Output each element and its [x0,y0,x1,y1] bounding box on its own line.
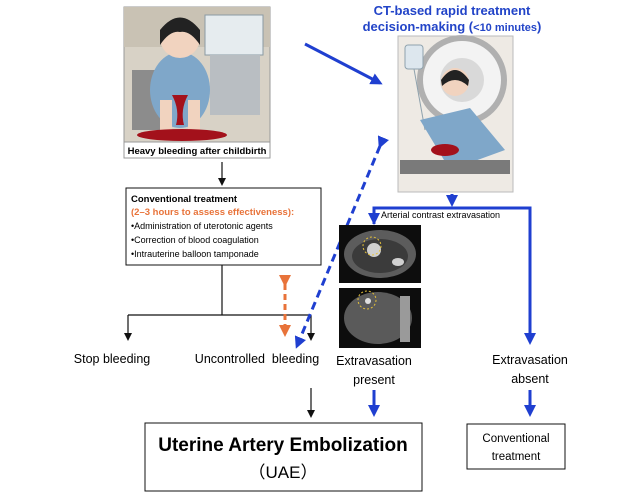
ct-axial-image [339,225,421,283]
photo-caption: Heavy bleeding after childbirth [128,146,267,157]
conventional-result-line2: treatment [492,451,541,463]
extravasation-absent-label-2: absent [511,372,549,386]
conventional-title: Conventional treatment [131,194,238,205]
ct-title-line1: CT-based rapid treatment [374,3,531,18]
extravasation-absent-label-1: Extravasation [492,353,568,367]
extravasation-present-label-2: present [353,373,395,387]
conventional-result-box [466,423,566,470]
ct-sagittal-image [339,288,421,348]
blue-dashed-arrow [294,135,389,349]
conventional-item: •Correction of blood coagulation [131,235,259,245]
conventional-treatment-box [125,187,322,266]
uae-title: Uterine Artery Embolization [158,435,408,456]
ct-scan-illustration [397,35,514,193]
stop-bleeding-label: Stop bleeding [74,352,151,366]
bleeding-patient-illustration [123,6,271,159]
contrast-label: Arterial contrast extravasation [381,210,500,220]
arrow-to-ct [304,42,383,85]
conventional-result-line1: Conventional [482,433,549,445]
uae-box [144,422,423,492]
extravasation-present-label-1: Extravasation [336,354,412,368]
conventional-subtitle: (2–3 hours to assess effectiveness): [131,207,294,218]
uncontrolled-bleeding-label: Uncontrolled bleeding [195,352,319,366]
ct-title-line2: decision-making (<10 minutes) [363,19,542,34]
conventional-item: •Administration of uterotonic agents [131,221,273,231]
conventional-item: •Intrauterine balloon tamponade [131,249,259,259]
uae-abbrev: （UAE） [249,463,318,482]
